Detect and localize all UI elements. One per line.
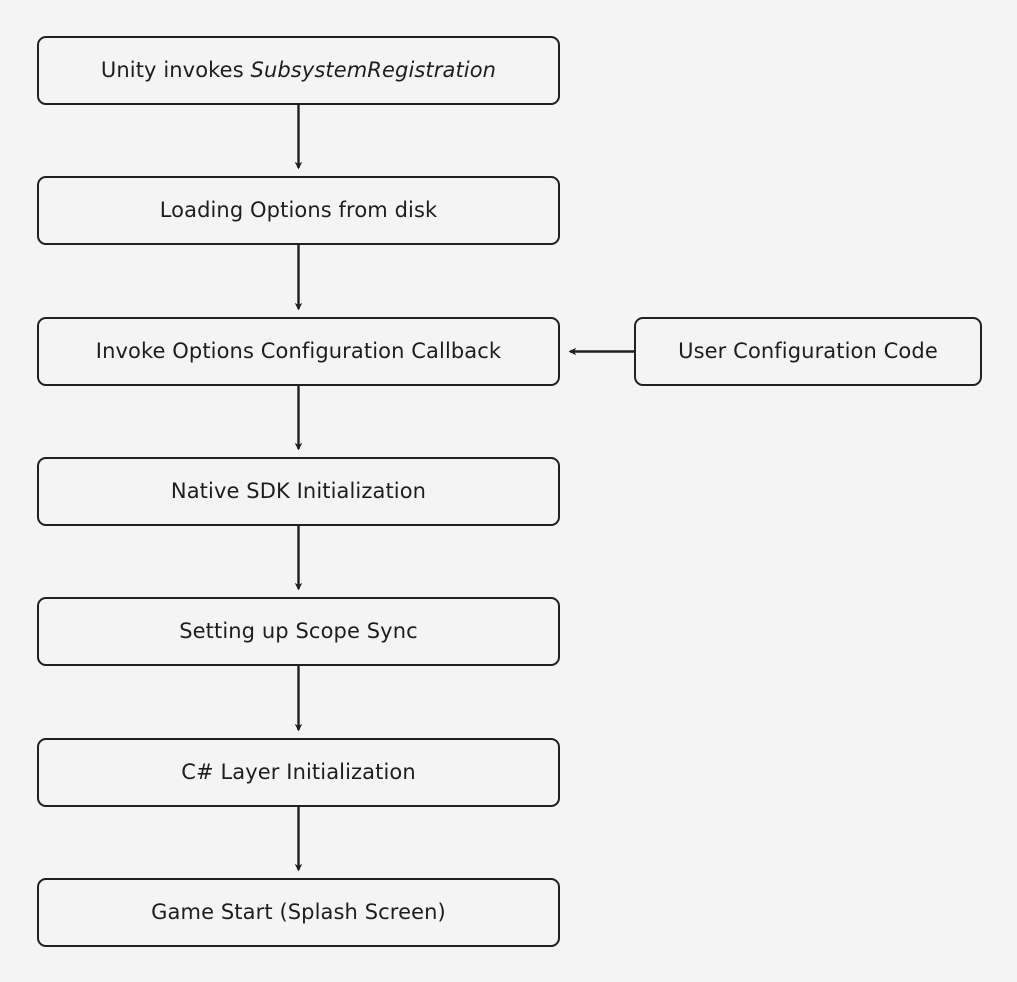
node-game-start-splash-screen[interactable]: Game Start (Splash Screen) xyxy=(37,878,560,947)
node-label: Invoke Options Configuration Callback xyxy=(95,339,502,364)
node-invoke-options-configuration-callback[interactable]: Invoke Options Configuration Callback xyxy=(37,317,560,386)
node-label: Setting up Scope Sync xyxy=(179,619,418,644)
node-label: Unity invokes SubsystemRegistration xyxy=(89,57,508,83)
node-unity-invokes-subsystemregistration[interactable]: Unity invokes SubsystemRegistration xyxy=(37,36,560,105)
node-label: Game Start (Splash Screen) xyxy=(151,900,446,925)
node-label: Loading Options from disk xyxy=(159,198,438,223)
node-label: Native SDK Initialization xyxy=(170,479,427,504)
node-label-prefix: Unity invokes xyxy=(100,58,251,83)
node-setting-up-scope-sync[interactable]: Setting up Scope Sync xyxy=(37,597,560,666)
node-label-emphasis: SubsystemRegistration xyxy=(250,58,497,83)
node-native-sdk-initialization[interactable]: Native SDK Initialization xyxy=(37,457,560,526)
node-label: C# Layer Initialization xyxy=(181,760,416,785)
node-user-configuration-code[interactable]: User Configuration Code xyxy=(634,317,982,386)
node-loading-options-from-disk[interactable]: Loading Options from disk xyxy=(37,176,560,245)
node-csharp-layer-initialization[interactable]: C# Layer Initialization xyxy=(37,738,560,807)
node-label: User Configuration Code xyxy=(678,339,938,364)
